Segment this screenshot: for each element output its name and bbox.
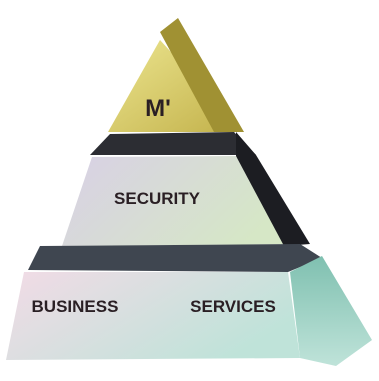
middle-tier-fill [62,156,300,246]
apex-label: M' [145,95,171,122]
apex-gold-edge [160,18,244,132]
services-label: SERVICES [190,297,276,316]
middle-tier-bar [90,132,256,155]
base-tier-side [290,256,372,366]
security-label: SECURITY [114,189,201,208]
base-tier-fill [6,272,300,360]
middle-tier-side [236,132,310,246]
base-tier-bar [28,244,322,272]
business-label: BUSINESS [32,297,119,316]
